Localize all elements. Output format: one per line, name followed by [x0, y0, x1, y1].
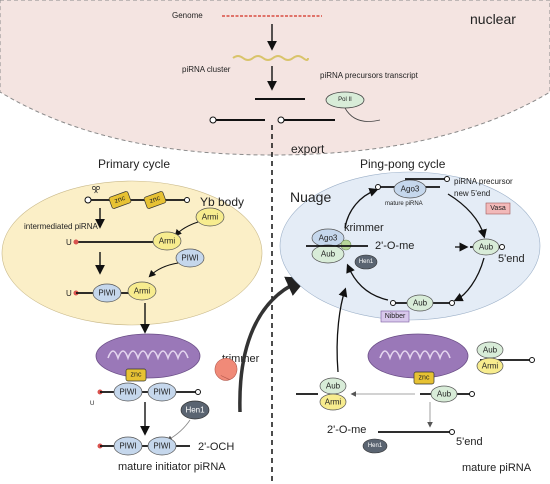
piwi-protein-mature-2	[147, 436, 177, 456]
precursor-new-5end-label-2: new 5'end	[454, 189, 490, 198]
svg-text:Armi: Armi	[134, 287, 151, 296]
svg-text:U: U	[90, 401, 94, 407]
two-och-label: 2'-OCH	[198, 441, 234, 453]
armi-protein-3	[127, 281, 157, 301]
znc-protein-2: znc	[143, 191, 167, 209]
precursor-left-cap	[209, 116, 217, 124]
aub-protein-trim	[430, 385, 458, 403]
arrow-hen1-methylation	[166, 419, 191, 441]
nucleus-region	[0, 0, 550, 156]
arrow-cycle-left-top	[344, 188, 379, 229]
svg-text:Armi: Armi	[482, 362, 499, 371]
nuclear-label: nuclear	[470, 11, 516, 27]
vasa-protein	[485, 202, 511, 215]
export-label: export	[291, 142, 325, 156]
hen1-enzyme-primary	[180, 400, 210, 420]
svg-text:Hen1: Hen1	[368, 443, 383, 449]
hen1-enzyme-final	[362, 438, 388, 454]
svg-text:PIWI: PIWI	[98, 289, 115, 298]
mitochondrion-primary	[95, 333, 201, 379]
pingpong-cycle-title: Ping-pong cycle	[360, 157, 446, 171]
armi-protein-2	[152, 231, 182, 251]
mitochondrion-pingpong	[367, 333, 469, 379]
svg-text:U: U	[66, 289, 72, 298]
five-end-label-final: 5'end	[456, 436, 483, 448]
svg-text:Vasa: Vasa	[490, 205, 506, 212]
nibbler-protein	[380, 310, 410, 323]
svg-text:PIWI: PIWI	[153, 388, 170, 397]
arrow-to-nuage	[336, 287, 348, 373]
pirna-cluster-strand	[232, 55, 309, 61]
precursor-new-5end-label-1: piRNA precursor	[454, 177, 513, 186]
svg-text:PIWI: PIWI	[181, 254, 198, 263]
svg-text:Armi: Armi	[325, 398, 342, 407]
five-prime-u-mark	[73, 239, 79, 245]
svg-text:znc: znc	[114, 195, 127, 205]
svg-text:Hen1: Hen1	[185, 406, 205, 415]
svg-text:Hen1: Hen1	[359, 259, 374, 265]
precursor-right-cap	[277, 116, 285, 124]
svg-text:PIWI: PIWI	[119, 442, 136, 451]
armi-protein-1	[195, 207, 225, 227]
hen1-enzyme-nuage	[354, 254, 378, 270]
svg-text:Aub: Aub	[437, 390, 452, 399]
two-o-me-label-final: 2'-O-me	[327, 424, 366, 436]
pol2-label: Pol II	[338, 97, 352, 103]
yb-body-label: Yb body	[200, 195, 244, 209]
svg-text:Ago3: Ago3	[401, 185, 420, 194]
svg-text:Aub: Aub	[479, 243, 494, 252]
nuage-label: Nuage	[290, 189, 331, 205]
svg-text:U: U	[66, 238, 72, 247]
arrow-cycle-top-right	[447, 193, 487, 239]
svg-text:znc: znc	[419, 375, 430, 382]
znc-protein-4: znc	[413, 371, 435, 385]
aub-protein-left	[311, 244, 345, 264]
piwi-protein-trim-1	[113, 382, 143, 402]
two-o-me-label-nuage: 2'-O-me	[375, 240, 414, 252]
armi-protein-mito	[476, 357, 504, 375]
svg-text:Armi: Armi	[202, 213, 219, 222]
svg-text:Aub: Aub	[321, 250, 336, 259]
svg-text:Aub: Aub	[326, 382, 341, 391]
svg-text:Ago3: Ago3	[319, 234, 338, 243]
arrow-armi-binding	[174, 221, 199, 237]
svg-text:Armi: Armi	[159, 237, 176, 246]
nuage-region	[279, 171, 541, 321]
arrow-cycle-bottom-left	[346, 263, 389, 301]
svg-text:Aub: Aub	[413, 299, 428, 308]
genome-label: Genome	[172, 11, 203, 20]
trimmer-enzyme	[214, 358, 238, 381]
znc-protein-1: znc	[108, 191, 132, 209]
svg-text:PIWI: PIWI	[119, 388, 136, 397]
znc-protein-3: znc	[125, 368, 147, 382]
piwi-protein-free	[175, 248, 205, 268]
svg-text:PIWI: PIWI	[153, 442, 170, 451]
scissors-icon	[92, 186, 100, 194]
krimmer-protein	[340, 239, 352, 251]
svg-text:Nibber: Nibber	[385, 313, 406, 320]
svg-text:znc: znc	[149, 195, 162, 205]
piwi-protein-loaded	[92, 283, 122, 303]
precursor-transcript-label: piRNA precursors transcript	[320, 71, 419, 80]
aub-protein-bottom	[406, 294, 434, 312]
piwi-protein-trim-2	[147, 382, 177, 402]
pirna-cluster-label: piRNA cluster	[182, 65, 231, 74]
krimmer-label: krimmer	[344, 222, 384, 234]
primary-cycle-title: Primary cycle	[98, 157, 170, 171]
intermediated-pirna-label: intermediated piRNA	[24, 222, 98, 231]
arrow-primary-to-pingpong	[238, 276, 308, 413]
mature-pirna-small-label: mature piRNA	[385, 201, 423, 207]
arrow-piwi-loading	[148, 262, 179, 278]
ago3-protein-top	[393, 179, 427, 199]
svg-text:znc: znc	[131, 372, 142, 379]
svg-text:Aub: Aub	[483, 346, 498, 355]
five-end-label-nuage: 5'end	[498, 253, 525, 265]
mature-initiator-label: mature initiator piRNA	[118, 461, 226, 473]
mature-pirna-label: mature piRNA	[462, 462, 532, 474]
armi-protein-free	[319, 393, 347, 411]
pol2-tether	[344, 107, 381, 122]
piwi-protein-mature-1	[113, 436, 143, 456]
arrow-cycle-right-bottom	[453, 257, 485, 302]
